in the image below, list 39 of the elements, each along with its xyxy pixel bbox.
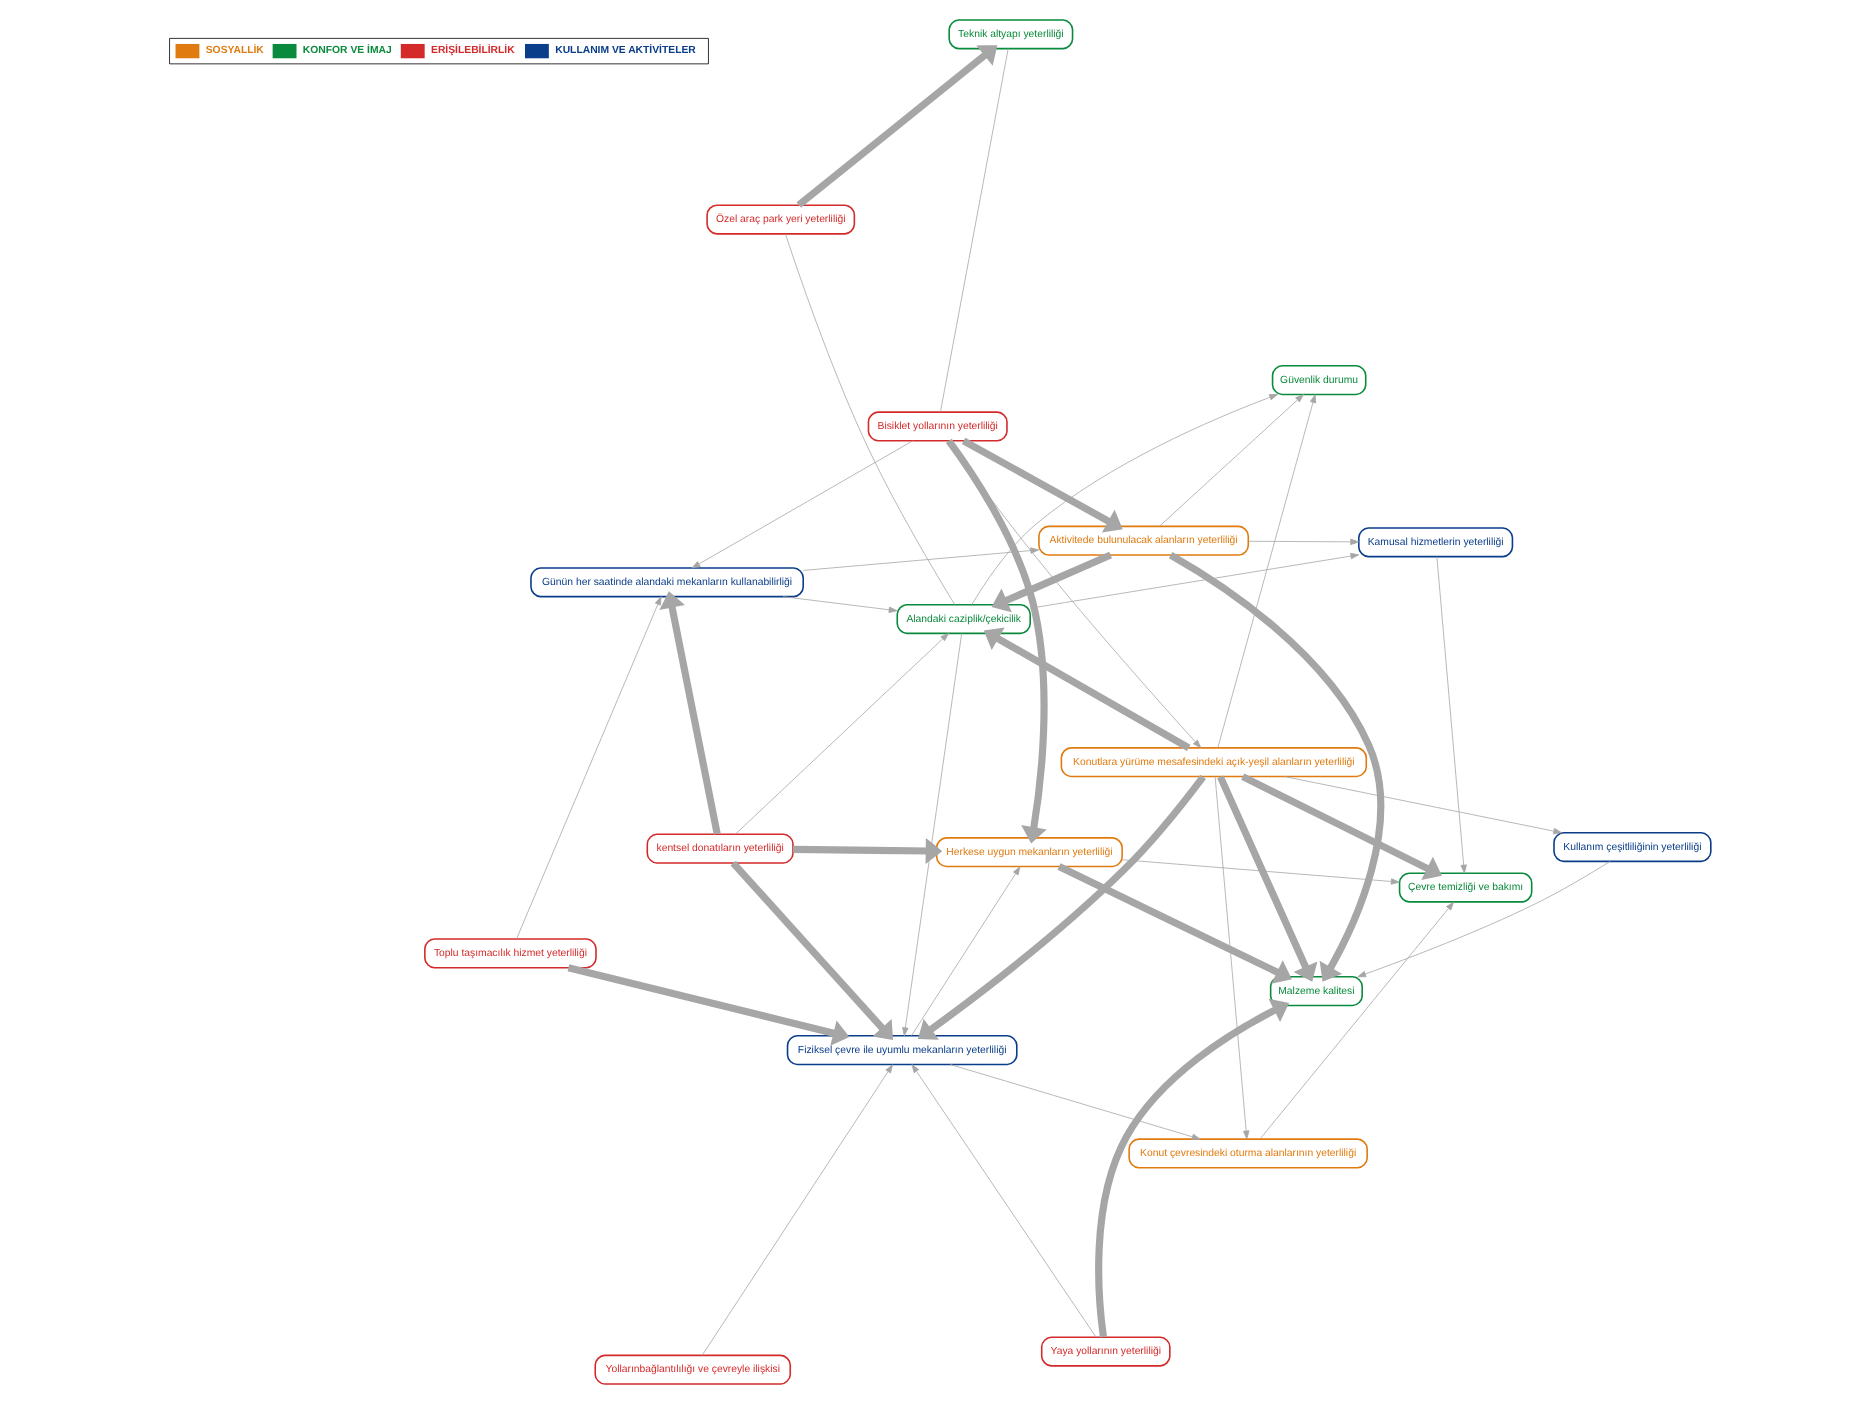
arrow bbox=[1056, 863, 1291, 984]
arrow bbox=[1283, 776, 1562, 835]
arrow bbox=[901, 632, 962, 1037]
arrow bbox=[1028, 552, 1359, 609]
arrow bbox=[944, 438, 1047, 844]
arrow bbox=[1240, 773, 1441, 880]
arrow bbox=[916, 774, 1205, 1040]
arrow bbox=[733, 633, 948, 835]
arrow bbox=[801, 547, 1039, 571]
arrow bbox=[515, 596, 661, 940]
arrow bbox=[1120, 859, 1399, 885]
arrow bbox=[1216, 394, 1316, 749]
arrow bbox=[910, 866, 1020, 1036]
arrow bbox=[1247, 538, 1359, 546]
connector bbox=[939, 48, 1008, 413]
arrow bbox=[1435, 556, 1466, 874]
arrow bbox=[1167, 552, 1384, 982]
arrow bbox=[1258, 901, 1454, 1140]
arrow bbox=[1213, 776, 1249, 1140]
arrow bbox=[700, 1064, 892, 1356]
arrow bbox=[1094, 998, 1289, 1338]
connector bbox=[784, 233, 955, 605]
arrow bbox=[982, 627, 1190, 751]
arrow bbox=[948, 1064, 1200, 1140]
arrow bbox=[1158, 394, 1303, 527]
arrow bbox=[910, 1064, 1096, 1338]
arrow bbox=[970, 394, 1277, 605]
arrow bbox=[729, 860, 893, 1041]
arrow bbox=[781, 596, 897, 613]
arrow bbox=[566, 964, 849, 1046]
arrow bbox=[1216, 775, 1317, 982]
arrow bbox=[960, 437, 1122, 533]
arrow bbox=[990, 551, 1112, 613]
arrow bbox=[690, 440, 913, 569]
arrow bbox=[658, 591, 720, 835]
arrow bbox=[792, 837, 942, 864]
arrow bbox=[795, 45, 997, 208]
arrow bbox=[1356, 861, 1610, 978]
arrow bbox=[946, 440, 1201, 749]
